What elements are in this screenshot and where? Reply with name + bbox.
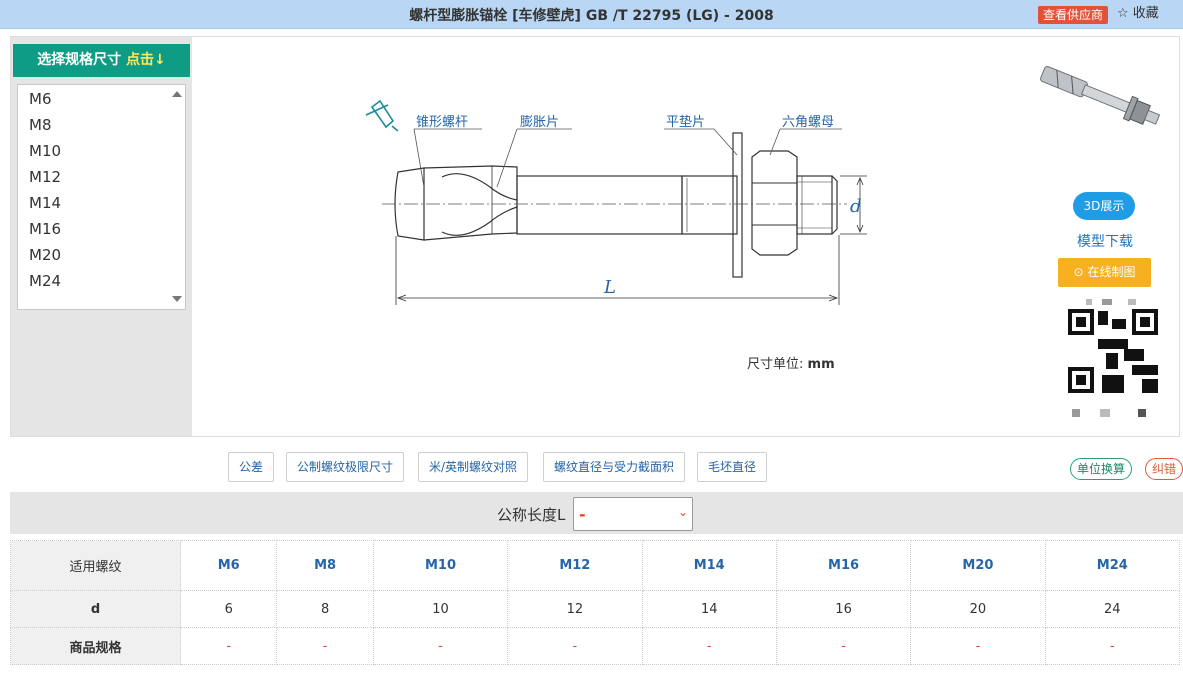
table-cell: - <box>179 627 278 665</box>
spec-item-m14[interactable]: M14 <box>29 194 62 212</box>
col-head[interactable]: M10 <box>372 540 509 591</box>
title-bar: 螺杆型膨胀锚栓 [车修壁虎] GB /T 22795 (LG) - 2008 查… <box>0 0 1183 29</box>
anchor-bolt-drawing: d L 锥形螺杆 膨胀片 平垫片 六角螺 <box>365 99 867 305</box>
dimension-d-label: d <box>850 196 862 217</box>
tolerance-button[interactable]: 公差 <box>228 452 275 482</box>
table-cell: - <box>507 627 643 665</box>
col-head[interactable]: M24 <box>1044 540 1181 591</box>
scroll-up-arrow-icon[interactable] <box>172 91 182 97</box>
spec-item-m10[interactable]: M10 <box>29 142 62 160</box>
scroll-down-arrow-icon[interactable] <box>172 296 182 302</box>
spec-item-m24[interactable]: M24 <box>29 272 62 290</box>
spec-item-m12[interactable]: M12 <box>29 168 62 186</box>
view-supplier-button[interactable]: 查看供应商 <box>1038 6 1109 24</box>
label-hex-nut: 六角螺母 <box>782 115 834 130</box>
table-cell: 20 <box>910 590 1046 628</box>
main-panel: 选择规格尺寸 点击↓ M6 M8 M10 M12 M14 M16 M20 M24 <box>10 36 1180 437</box>
spec-item-m16[interactable]: M16 <box>29 220 62 238</box>
unit-note: 尺寸单位: mm <box>747 353 835 372</box>
spec-listbox[interactable]: M6 M8 M10 M12 M14 M16 M20 M24 <box>17 84 186 310</box>
right-sidebar: 3D展示 模型下载 ⊙ 在线制图 <box>1022 37 1180 436</box>
length-select[interactable]: - ⌄ <box>573 497 693 531</box>
expansion-sleeve-shape <box>423 165 518 241</box>
col-head[interactable]: M12 <box>507 540 643 591</box>
metric-imperial-thread-button[interactable]: 米/英制螺纹对照 <box>418 452 529 482</box>
label-flat-washer: 平垫片 <box>666 114 705 130</box>
online-drawing-label: 在线制图 <box>1087 265 1136 279</box>
table-cell: 6 <box>179 590 278 628</box>
spec-item-m6[interactable]: M6 <box>29 90 52 108</box>
3d-view-button[interactable]: 3D展示 <box>1073 192 1135 220</box>
table-cell: - <box>276 627 374 665</box>
table-row: 商品规格 - - - - - - - - <box>10 627 1181 665</box>
row-head-product-spec: 商品规格 <box>10 627 181 665</box>
product-3d-image[interactable] <box>1022 37 1180 157</box>
table-cell: 12 <box>507 590 643 628</box>
length-select-value: - <box>579 505 586 524</box>
metric-thread-limits-button[interactable]: 公制螺纹极限尺寸 <box>286 452 405 482</box>
length-label: 公称长度L <box>497 506 566 524</box>
report-error-button[interactable]: 纠错 <box>1145 458 1183 480</box>
table-cell: 16 <box>775 590 912 628</box>
col-head[interactable]: M16 <box>775 540 912 591</box>
chevron-down-icon: ⌄ <box>678 505 689 519</box>
row-head-d: d <box>10 590 181 628</box>
technical-drawing: d L 锥形螺杆 膨胀片 平垫片 六角螺 <box>192 37 1022 436</box>
pin-icon <box>365 99 399 132</box>
table-row: d 6 8 10 12 14 16 20 24 <box>10 590 1181 628</box>
unit-convert-button[interactable]: 单位换算 <box>1070 458 1133 480</box>
table-cell: - <box>641 627 777 665</box>
washer-shape <box>732 132 743 278</box>
page-title: 螺杆型膨胀锚栓 [车修壁虎] GB /T 22795 (LG) - 2008 <box>409 8 774 24</box>
hex-nut-shape <box>751 150 798 256</box>
length-selector-bar: 公称长度L - ⌄ <box>10 492 1183 534</box>
unit-label: 尺寸单位: <box>747 357 804 372</box>
table-cell: 8 <box>276 590 374 628</box>
col-head[interactable]: M20 <box>910 540 1046 591</box>
table-cell: 10 <box>372 590 509 628</box>
dimension-l-label: L <box>603 277 616 298</box>
unit-value: mm <box>807 357 835 372</box>
compass-icon: ⊙ <box>1073 265 1084 279</box>
thread-diameter-area-button[interactable]: 螺纹直径与受力截面积 <box>543 452 686 482</box>
table-row: 适用螺纹 M6 M8 M10 M12 M14 M16 M20 M24 <box>10 540 1181 591</box>
cone-head-shape <box>394 167 425 241</box>
spec-table: 适用螺纹 M6 M8 M10 M12 M14 M16 M20 M24 d 6 8… <box>10 540 1181 665</box>
spec-select-header[interactable]: 选择规格尺寸 点击↓ <box>13 44 190 77</box>
col-head[interactable]: M6 <box>179 540 278 591</box>
row-head-thread: 适用螺纹 <box>10 540 181 591</box>
table-cell: 14 <box>641 590 777 628</box>
table-cell: 24 <box>1044 590 1181 628</box>
favorite-button[interactable]: ☆ 收藏 <box>1117 6 1159 21</box>
model-download-link[interactable]: 模型下载 <box>1077 234 1133 250</box>
spec-sidebar: 选择规格尺寸 点击↓ M6 M8 M10 M12 M14 M16 M20 M24 <box>11 37 192 436</box>
bolt-shank-shape <box>516 175 683 235</box>
spec-header-label: 选择规格尺寸 <box>37 52 122 68</box>
spec-item-m20[interactable]: M20 <box>29 246 62 264</box>
table-cell: - <box>372 627 509 665</box>
label-expansion-sleeve: 膨胀片 <box>520 115 559 130</box>
table-cell: - <box>910 627 1046 665</box>
qr-code-icon <box>1068 299 1158 417</box>
col-head[interactable]: M8 <box>276 540 374 591</box>
spec-item-m8[interactable]: M8 <box>29 116 52 134</box>
online-drawing-button[interactable]: ⊙ 在线制图 <box>1058 258 1151 287</box>
col-head[interactable]: M14 <box>641 540 777 591</box>
label-cone-bolt: 锥形螺杆 <box>416 115 468 130</box>
table-cell: - <box>1044 627 1181 665</box>
blank-diameter-button[interactable]: 毛坯直径 <box>697 452 768 482</box>
table-cell: - <box>775 627 912 665</box>
spec-header-action: 点击↓ <box>126 52 166 68</box>
